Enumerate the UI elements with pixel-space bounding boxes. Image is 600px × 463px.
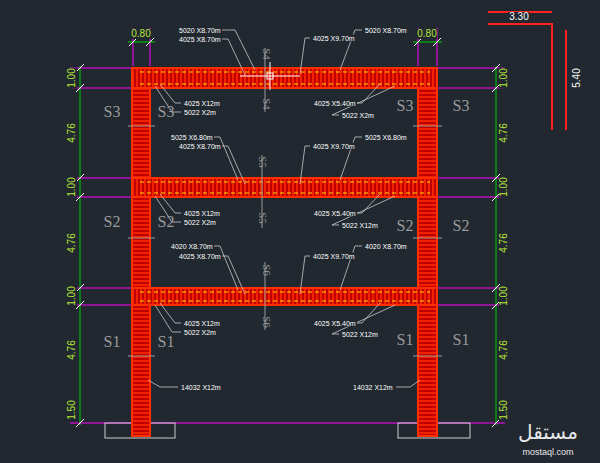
rebar-callout: 14032 X12m [352,384,394,391]
dimension: 1.00 [67,285,77,306]
dimension: 0.80 [416,29,437,39]
rebar-callout: 5020 X8.70m [178,27,222,34]
rebar-callout: 5025 X6.80m [364,134,408,141]
rebar-callout: 5025 X6.80m [170,134,214,141]
section-mark: S4 [261,97,272,111]
rebar-callout: 4025 X8.70m [178,36,222,43]
rebar-callout: 4025 X5.40m [313,320,357,327]
section-mark: S1 [396,332,415,348]
section-mark: S5 [257,211,268,225]
rebar-callout: 4025 X5.40m [313,210,357,217]
rebar-callout: 14032 X12m [180,384,222,391]
dimension: 1.00 [67,67,77,88]
dimension: 1.50 [499,399,509,420]
rebar-callout: 4025 X5.40m [313,100,357,107]
section-mark: S3 [157,104,176,120]
rebar-callout: 4025 X12m [183,100,221,107]
dimension: 4.76 [67,339,77,360]
rebar-callout: 5022 X2m [341,112,375,119]
rebar-callout: 4025 X8.70m [178,143,222,150]
rebar-callout: 4025 X12m [183,210,221,217]
section-mark: S2 [452,218,471,234]
rebar-callout: 5022 X2m [183,109,217,116]
dimension: 1.00 [499,176,509,197]
section-mark: S4 [261,47,272,61]
rebar-callout: 4025 X9.70m [312,35,356,42]
section-mark: S3 [103,104,122,120]
dimension: 4.76 [499,122,509,143]
section-mark: S2 [103,214,122,230]
rebar-callout: 4020 X8.70m [364,243,408,250]
dimension: 1.00 [499,285,509,306]
dimension: 1.00 [499,67,509,88]
section-mark: S2 [396,218,415,234]
dimension: 4.76 [67,232,77,253]
section-mark: S6 [261,263,272,277]
section-mark: S6 [261,315,272,329]
dimension: 1.00 [67,176,77,197]
section-mark: S3 [452,98,471,114]
rebar-callout: 5022 X2m [183,219,217,226]
rebar-callout: 5022 X12m [341,222,379,229]
rebar-callout: 5020 X8.70m [364,27,408,34]
rebar-callout: 5022 X12m [341,331,379,338]
dimension: 1.50 [67,399,77,420]
rebar-callout: 4025 X9.70m [312,143,356,150]
watermark: مستقل [517,422,579,442]
dimension: 4.76 [499,232,509,253]
rebar-callout: 5022 X2m [183,329,217,336]
section-mark: S1 [103,334,122,350]
dimension: 3.30 [508,12,529,22]
rebar-callout: 4025 X8.70m [178,253,222,260]
section-mark: S3 [396,98,415,114]
section-mark: S5 [257,155,268,169]
section-mark: S2 [157,214,176,230]
watermark: mostaql.com [521,448,574,457]
section-mark: S1 [452,332,471,348]
section-mark: S1 [157,334,176,350]
dimension: 0.80 [130,29,151,39]
dimension: 4.76 [499,339,509,360]
dimension: 4.76 [67,122,77,143]
rebar-callout: 4020 X8.70m [170,243,214,250]
rebar-callout: 4025 X12m [183,320,221,327]
dimension: 5.40 [572,67,582,88]
rebar-callout: 4025 X9.70m [312,253,356,260]
